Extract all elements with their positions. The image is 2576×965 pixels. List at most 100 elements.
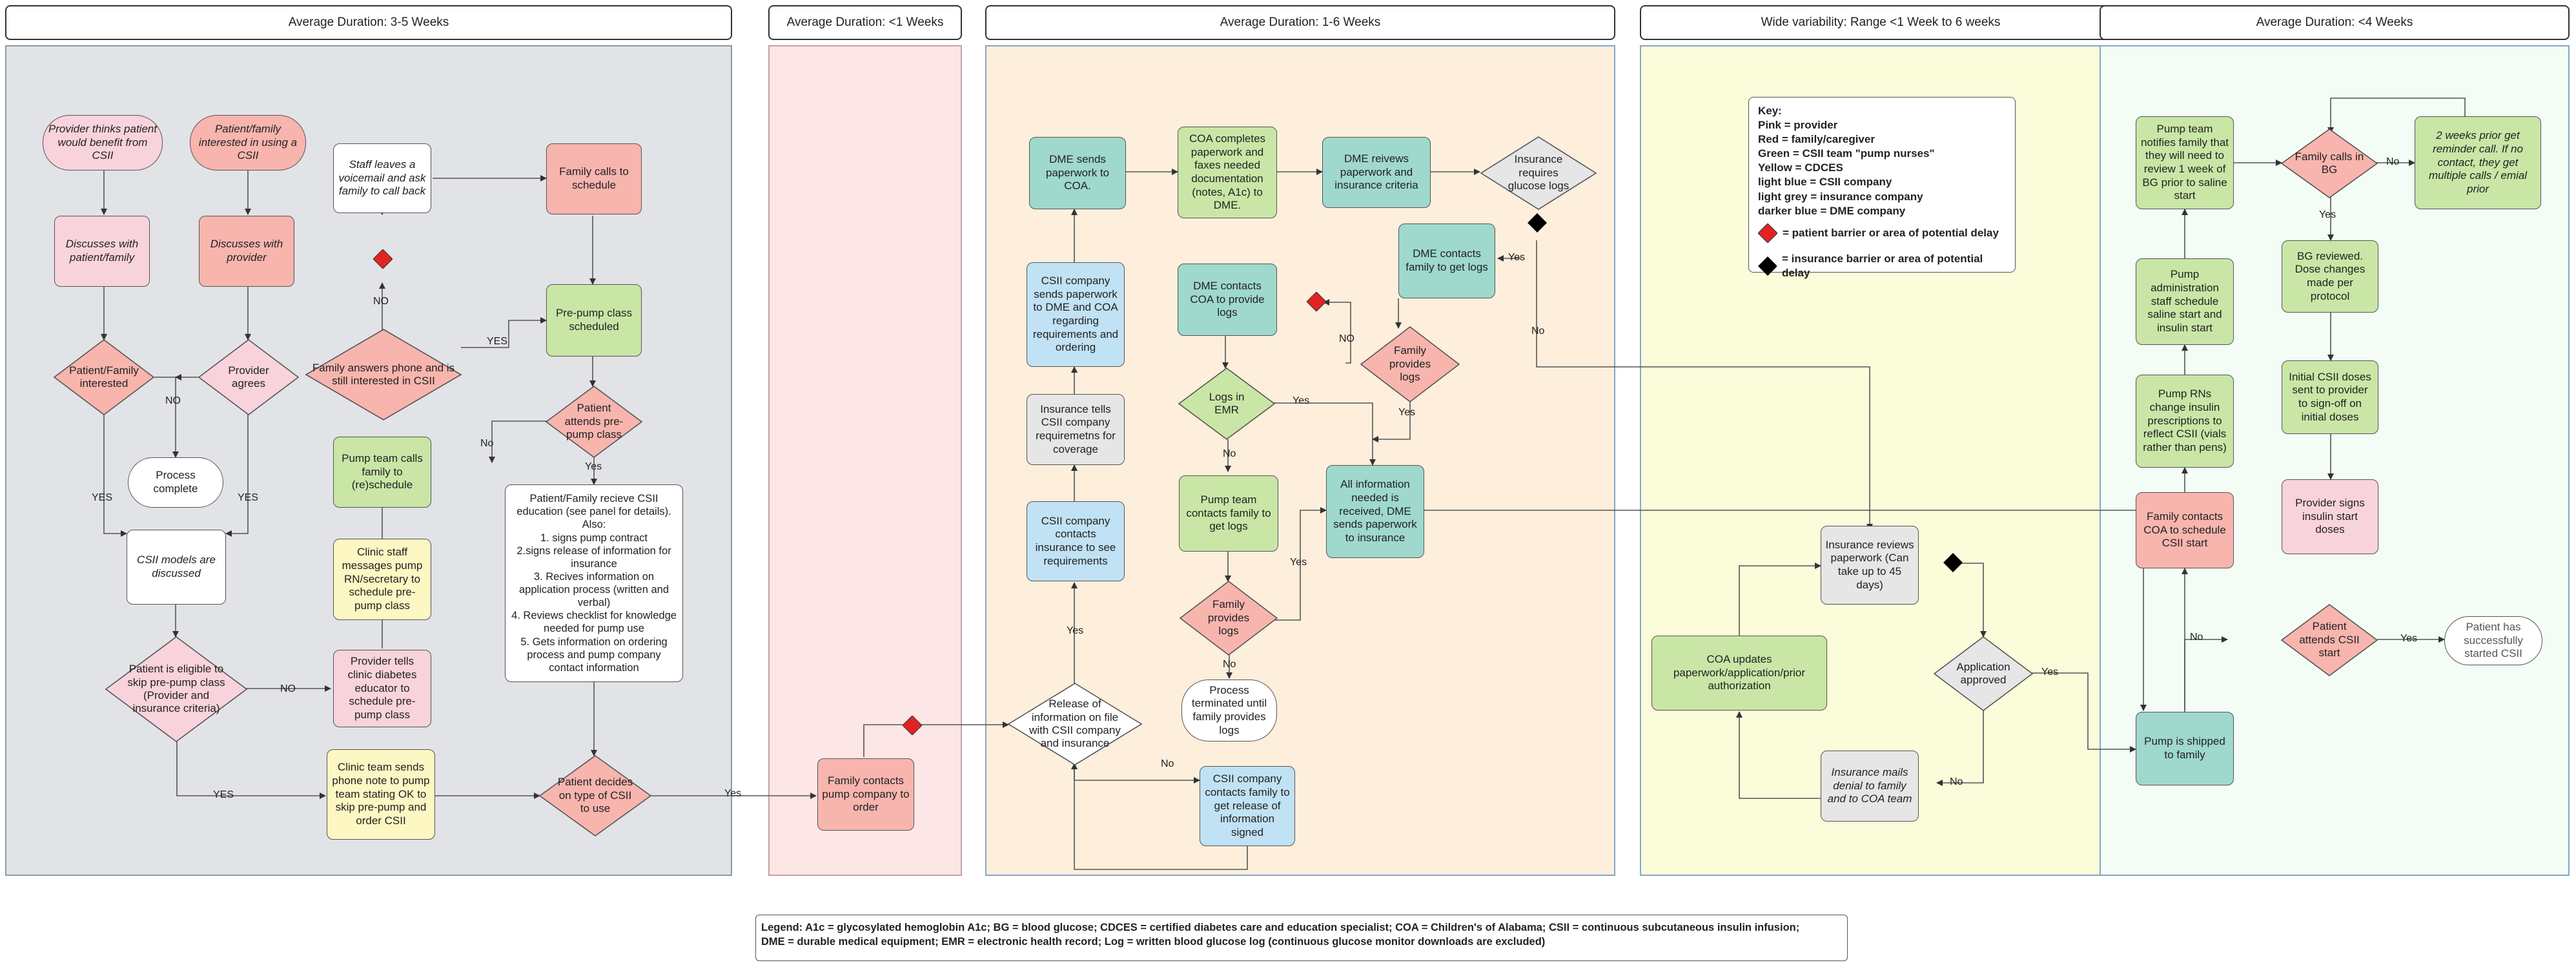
- edge-label: Yes: [1067, 625, 1084, 636]
- edge: [1736, 711, 1821, 799]
- edge: [1947, 563, 1987, 638]
- node-family-calls-bg: Family calls in BG: [2280, 129, 2378, 198]
- edge: [461, 317, 547, 348]
- node-eligible-skip: Patient is eligible to skip pre-pump cla…: [105, 636, 248, 742]
- edge: [2014, 672, 2136, 752]
- node-family-contacts-pump: Family contacts pump company to order: [817, 758, 914, 831]
- node-family-contacts-coa: Family contacts COA to schedule CSII sta…: [2136, 492, 2234, 568]
- node-bg-reviewed: BG reviewed. Dose changes made per proto…: [2282, 240, 2378, 313]
- node-discusses-provider: Discusses with provider: [199, 216, 294, 287]
- node-clinic-staff-messages: Clinic staff messages pump RN/secretary …: [333, 539, 431, 620]
- node-pre-pump-scheduled: Pre-pump class scheduled: [546, 284, 642, 357]
- edge: [176, 740, 326, 799]
- node-csii-sends-paperwork: CSII company sends paperwork to DME and …: [1027, 262, 1125, 367]
- node-pump-team-contacts-logs: Pump team contacts family to get logs: [1179, 475, 1278, 552]
- node-csii-contacts-insurance: CSII company contacts insurance to see r…: [1027, 501, 1125, 581]
- node-provider-thinks: Provider thinks patient would benefit fr…: [43, 115, 163, 171]
- edge-label: YES: [92, 492, 113, 503]
- edge-label: No: [2386, 156, 2400, 167]
- edge-label: YES: [487, 336, 508, 347]
- node-dme-contacts-coa-logs: DME contacts COA to provide logs: [1178, 264, 1277, 336]
- node-family-answers: Family answers phone and is still intere…: [305, 329, 462, 420]
- node-staff-voicemail: Staff leaves a voicemail and ask family …: [333, 143, 431, 213]
- edge-label: Yes: [585, 461, 602, 472]
- edge-label: No: [1531, 326, 1545, 337]
- node-patient-family-interested: Patient/Family interested: [53, 338, 155, 416]
- edge-label: NO: [373, 296, 389, 307]
- node-patient-attends-prepump: Patient attends pre-pump class: [545, 386, 643, 458]
- edge-label: Yes: [1290, 557, 1307, 568]
- node-family-provides-logs-1: Family provides logs: [1360, 326, 1460, 403]
- node-insurance-requires-logs: Insurance requires glucose logs: [1480, 136, 1597, 210]
- edge: [2327, 98, 2466, 134]
- node-logs-in-emr: Logs in EMR: [1178, 368, 1276, 440]
- edge: [863, 721, 1009, 757]
- edge-label: No: [480, 438, 494, 449]
- black-diamond-icon: [1758, 256, 1777, 276]
- red-diamond-icon: [1307, 292, 1326, 311]
- node-pump-rns-change: Pump RNs change insulin prescriptions to…: [2136, 375, 2234, 468]
- node-dme-sends-coa: DME sends paperwork to COA.: [1029, 137, 1126, 209]
- node-pump-admin-schedule: Pump administration staff schedule salin…: [2136, 258, 2234, 345]
- node-all-info-received: All information needed is received, DME …: [1326, 465, 1424, 558]
- header-less-4-weeks: Average Duration: <4 Weeks: [2100, 5, 2570, 40]
- edge-label: Yes: [724, 788, 742, 799]
- node-patient-decides: Patient decides on type of CSII to use: [538, 755, 652, 836]
- node-family-interested-csii: Patient/family interested in using a CSI…: [190, 115, 306, 171]
- node-csii-models: CSII models are discussed: [127, 530, 226, 605]
- node-initial-csii-doses: Initial CSII doses sent to provider to s…: [2282, 360, 2378, 434]
- node-provider-agrees: Provider agrees: [198, 338, 300, 416]
- node-patient-attends-start: Patient attends CSII start: [2280, 604, 2378, 676]
- edge-label: NO: [1339, 333, 1354, 344]
- header-1-6-weeks: Average Duration: 1-6 Weeks: [985, 5, 1615, 40]
- edge-label: No: [1950, 776, 1963, 787]
- node-coa-updates: COA updates paperwork/application/prior …: [1651, 636, 1827, 711]
- panel-less-1-week: [768, 45, 962, 876]
- edge-label: No: [1223, 659, 1236, 670]
- edge-label: Yes: [2319, 209, 2336, 220]
- edge: [1936, 682, 1984, 786]
- color-key: Key: Pink = provider Red = family/caregi…: [1748, 97, 2016, 279]
- edge: [1739, 563, 1821, 636]
- edge: [1536, 240, 1873, 530]
- abbreviation-legend: Legend: A1c = glycosylated hemoglobin A1…: [755, 915, 1848, 961]
- node-clinic-team-sends: Clinic team sends phone note to pump tea…: [327, 749, 435, 840]
- edge-label: NO: [280, 683, 296, 694]
- red-diamond-icon: [373, 249, 393, 269]
- header-3-5-weeks: Average Duration: 3-5 Weeks: [5, 5, 732, 40]
- node-release-info: Release of information on file with CSII…: [1007, 683, 1143, 765]
- edge-label: YES: [238, 492, 259, 503]
- black-diamond-icon: [1528, 213, 1547, 233]
- edge-label: Yes: [1398, 407, 1416, 418]
- node-csii-contacts-family: CSII company contacts family to get rele…: [1200, 766, 1295, 846]
- edge: [1071, 763, 1248, 870]
- node-provider-tells: Provider tells clinic diabetes educator …: [333, 650, 431, 727]
- node-family-provides-logs-2: Family provides logs: [1179, 580, 1278, 656]
- edge: [151, 377, 179, 458]
- edge: [2184, 636, 2228, 712]
- red-diamond-icon: [1758, 223, 1777, 243]
- edge: [489, 420, 547, 463]
- edge-label: Yes: [2400, 633, 2418, 644]
- edge: [1267, 402, 1376, 466]
- header-wide-variability: Wide variability: Range <1 Week to 6 wee…: [1640, 5, 2121, 40]
- node-pump-team-calls: Pump team calls family to (re)schedule: [333, 437, 431, 508]
- node-dme-contacts-family-logs: DME contacts family to get logs: [1398, 223, 1495, 298]
- edge-label: Yes: [2041, 667, 2059, 678]
- node-provider-signs: Provider signs insulin start doses: [2282, 479, 2378, 554]
- node-discusses-family: Discusses with patient/family: [54, 216, 150, 287]
- edge-label: Yes: [1293, 395, 1310, 406]
- edge-label: No: [1223, 448, 1236, 459]
- node-insurance-mails-denial: Insurance mails denial to family and to …: [1821, 751, 1919, 822]
- edge: [225, 413, 249, 537]
- header-less-1-week: Average Duration: <1 Weeks: [768, 5, 962, 40]
- red-diamond-icon: [903, 716, 922, 735]
- node-insurance-tells: Insurance tells CSII company requiremetn…: [1027, 394, 1125, 465]
- node-dme-reviews: DME reivews paperwork and insurance crit…: [1322, 137, 1431, 208]
- edge-label: No: [2190, 632, 2203, 643]
- node-coa-completes: COA completes paperwork and faxes needed…: [1178, 127, 1277, 218]
- node-two-weeks-prior: 2 weeks prior get reminder call. If no c…: [2415, 116, 2541, 209]
- edge-label: YES: [213, 789, 234, 800]
- node-pump-shipped: Pump is shipped to family: [2136, 712, 2234, 785]
- black-diamond-icon: [1943, 553, 1963, 572]
